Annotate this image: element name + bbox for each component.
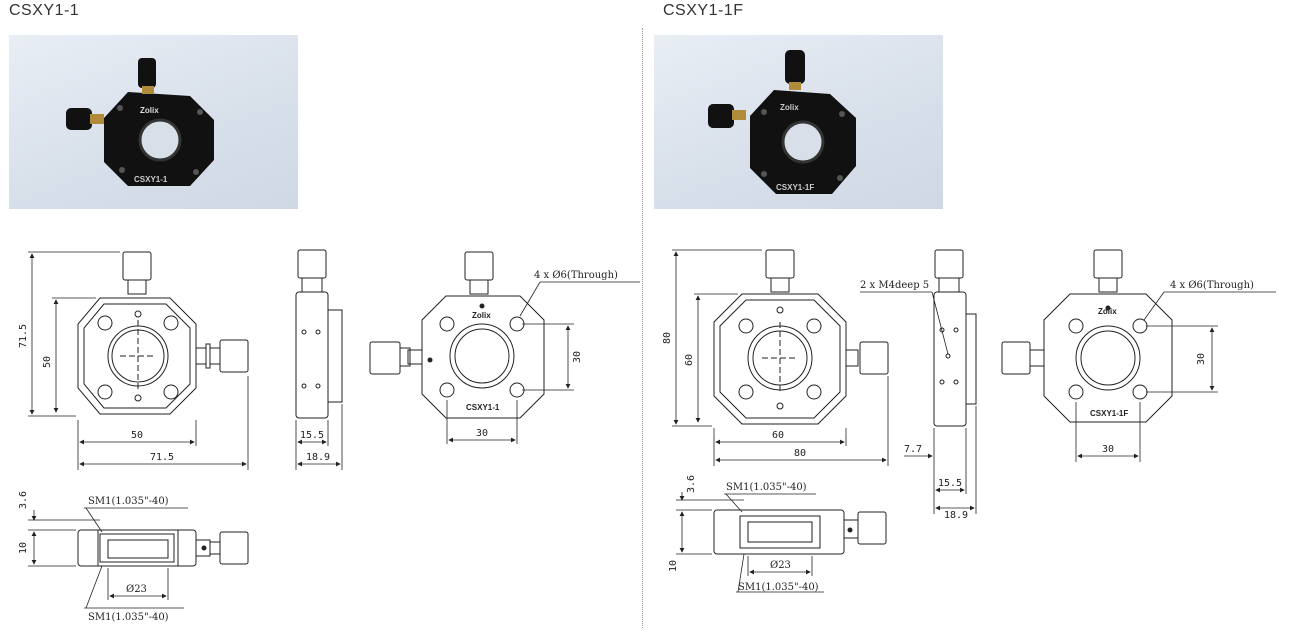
right-face-brand: Zolix — [1098, 307, 1117, 316]
left-dim-hole-h: 30 — [476, 428, 488, 439]
right-dim-hole-h: 30 — [1102, 444, 1114, 455]
right-dim-side-a: 15.5 — [938, 478, 962, 489]
left-dim-h-body: 50 — [42, 356, 53, 368]
left-dim-w-total: 71.5 — [150, 452, 174, 463]
right-face-model: CSXY1-1F — [1090, 409, 1128, 418]
right-front-view — [713, 249, 889, 425]
photo-model-right: CSXY1-1F — [776, 183, 814, 192]
right-dim-h-total: 80 — [662, 332, 673, 344]
left-front-dims — [28, 251, 249, 470]
photo-brand-right: Zolix — [780, 103, 799, 112]
photo-model-left: CSXY1-1 — [134, 175, 168, 184]
right-dim-side-b: 18.9 — [944, 510, 968, 521]
left-dim-holes: 4 x Ø6(Through) — [534, 270, 618, 281]
left-side-view — [295, 249, 343, 419]
left-dim-w-body: 50 — [131, 430, 143, 441]
title-right: CSXY1-1F — [663, 2, 744, 19]
left-dim-sec-top: 3.6 — [18, 491, 29, 509]
left-section-view — [77, 529, 249, 567]
right-dim-tapped: 2 x M4deep 5 — [860, 280, 929, 291]
right-side-view — [933, 249, 977, 427]
left-dim-side-b: 18.9 — [306, 452, 330, 463]
right-dim-aperture: Ø23 — [770, 560, 791, 571]
left-face-dims — [446, 281, 640, 444]
right-section-view — [713, 509, 887, 555]
title-left: CSXY1-1 — [9, 2, 80, 19]
right-dim-sec-h: 10 — [668, 560, 679, 572]
right-dim-hole-v: 30 — [1196, 353, 1207, 365]
left-section-dims — [28, 507, 188, 609]
right-section-dims — [676, 492, 824, 593]
right-dim-holes: 4 x Ø6(Through) — [1170, 280, 1254, 291]
right-dim-thread-top: SM1(1.035"-40) — [726, 482, 807, 493]
photo-mount-left: Zolix CSXY1-1 — [66, 58, 214, 186]
left-dim-hole-v: 30 — [572, 351, 583, 363]
column-divider — [642, 28, 643, 628]
left-face-view — [369, 251, 545, 419]
left-front-view — [77, 251, 249, 415]
right-dim-side-c: 7.7 — [904, 444, 922, 455]
left-dim-side-a: 15.5 — [300, 430, 324, 441]
left-dim-aperture: Ø23 — [126, 584, 147, 595]
right-dim-h-body: 60 — [684, 354, 695, 366]
right-dim-w-body: 60 — [772, 430, 784, 441]
left-dim-thread-top: SM1(1.035"-40) — [88, 496, 169, 507]
photo-brand-left: Zolix — [140, 106, 159, 115]
right-face-view — [1001, 249, 1173, 423]
right-front-dims — [672, 249, 889, 466]
right-dim-sec-top: 3.6 — [686, 475, 697, 493]
left-side-dims — [295, 404, 343, 470]
left-dim-thread-bottom: SM1(1.035"-40) — [88, 612, 169, 623]
left-face-model: CSXY1-1 — [466, 403, 500, 412]
left-dim-sec-h: 10 — [18, 542, 29, 554]
right-dim-w-total: 80 — [794, 448, 806, 459]
left-dim-h-total: 71.5 — [18, 324, 29, 348]
right-dim-thread-bottom: SM1(1.035"-40) — [738, 582, 819, 593]
right-side-dims — [860, 291, 977, 514]
right-face-dims — [1075, 291, 1276, 462]
photo-mount-right: Zolix CSXY1-1F — [708, 50, 856, 194]
left-face-brand: Zolix — [472, 311, 491, 320]
